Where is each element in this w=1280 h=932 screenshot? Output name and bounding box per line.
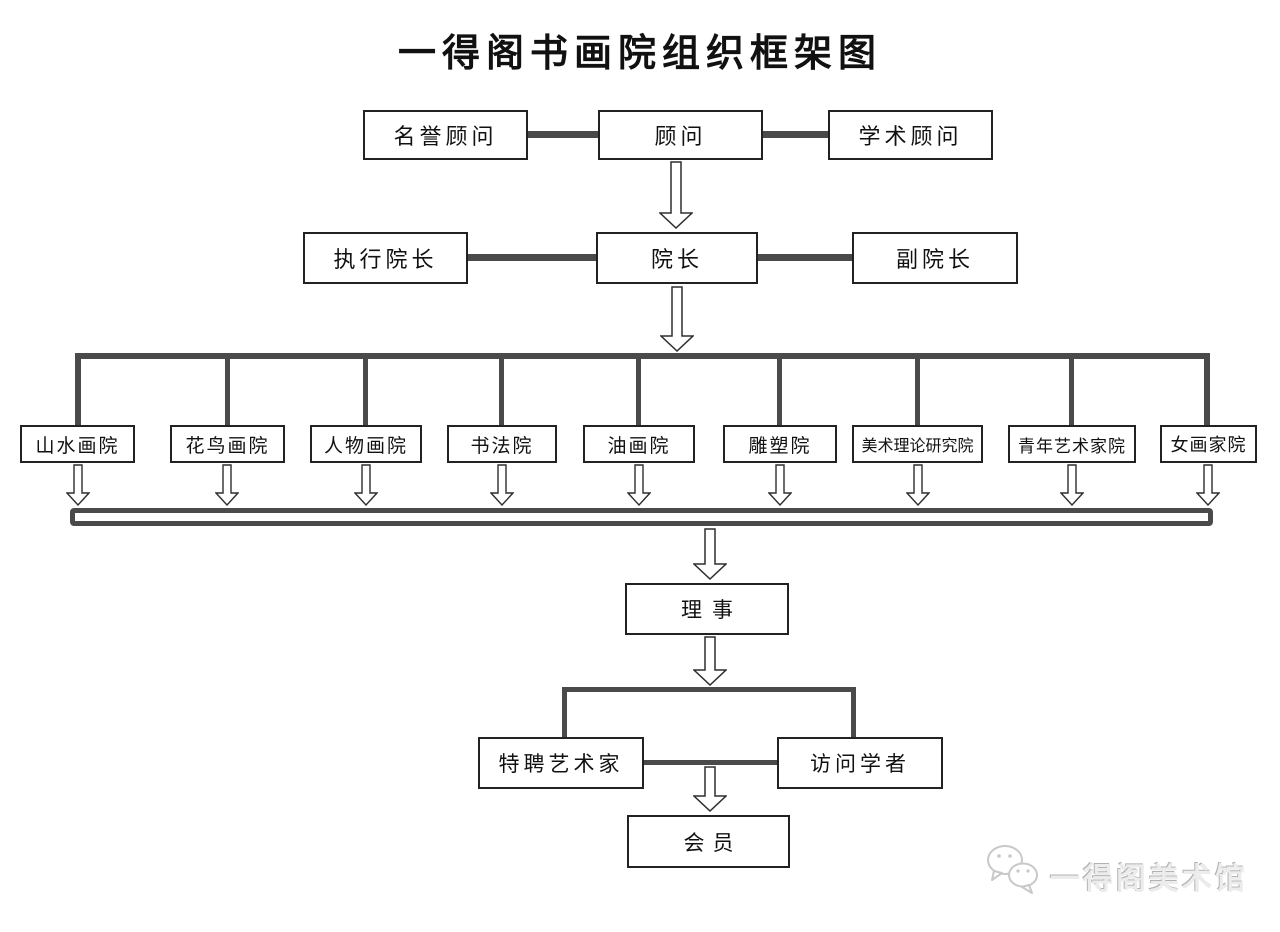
node-dept-young-artists: 青年艺术家院: [1008, 425, 1136, 463]
down-arrow-icon: [692, 766, 728, 813]
connector-line: [777, 359, 782, 425]
down-arrow-icon: [1195, 464, 1221, 507]
connector-line: [468, 254, 596, 261]
down-arrow-icon: [214, 464, 240, 507]
bracket-line: [562, 687, 856, 692]
node-invited-artist: 特聘艺术家: [478, 737, 644, 789]
down-arrow-icon: [658, 161, 694, 230]
connector-line: [758, 254, 852, 261]
node-dept-figure-painting: 人物画院: [310, 425, 422, 463]
down-arrow-icon: [767, 464, 793, 507]
wechat-icon: [984, 842, 1042, 896]
down-arrow-icon: [692, 636, 728, 687]
watermark-text: 一得阁美术馆: [1050, 863, 1248, 896]
node-executive-dean: 执行院长: [303, 232, 468, 284]
node-dept-women-painters: 女画家院: [1160, 425, 1257, 463]
connector-line: [363, 359, 368, 425]
down-arrow-icon: [489, 464, 515, 507]
node-member: 会员: [627, 815, 790, 868]
hierarchy-bar: [75, 353, 1210, 359]
node-dept-flower-bird-painting: 花鸟画院: [170, 425, 285, 463]
page-title: 一得阁书画院组织框架图: [397, 33, 882, 75]
node-advisor: 顾问: [598, 110, 763, 160]
connector-line: [763, 131, 828, 138]
down-arrow-icon: [905, 464, 931, 507]
node-vice-dean: 副院长: [852, 232, 1018, 284]
node-dept-art-theory-research: 美术理论研究院: [852, 425, 983, 463]
down-arrow-icon: [1059, 464, 1085, 507]
node-dept-oil-painting: 油画院: [583, 425, 695, 463]
connector-line: [528, 131, 598, 138]
node-dept-calligraphy: 书法院: [447, 425, 557, 463]
node-dept-sculpture: 雕塑院: [723, 425, 837, 463]
down-arrow-icon: [659, 286, 695, 353]
connector-line: [1069, 359, 1074, 425]
down-arrow-icon: [692, 528, 728, 581]
connector-line: [1204, 353, 1210, 425]
down-arrow-icon: [626, 464, 652, 507]
connector-line: [644, 760, 777, 765]
node-dean: 院长: [596, 232, 758, 284]
node-dept-landscape-painting: 山水画院: [20, 425, 135, 463]
connector-line: [225, 359, 230, 425]
down-arrow-icon: [65, 464, 91, 507]
connector-line: [915, 359, 920, 425]
collector-bar: [70, 508, 1213, 526]
connector-line: [75, 353, 81, 425]
connector-line: [499, 359, 504, 425]
down-arrow-icon: [353, 464, 379, 507]
connector-line: [562, 687, 567, 739]
node-council: 理事: [625, 583, 789, 635]
connector-line: [851, 687, 856, 739]
connector-line: [636, 359, 641, 425]
node-honorary-advisor: 名誉顾问: [363, 110, 528, 160]
node-visiting-scholar: 访问学者: [777, 737, 943, 789]
node-academic-advisor: 学术顾问: [828, 110, 993, 160]
